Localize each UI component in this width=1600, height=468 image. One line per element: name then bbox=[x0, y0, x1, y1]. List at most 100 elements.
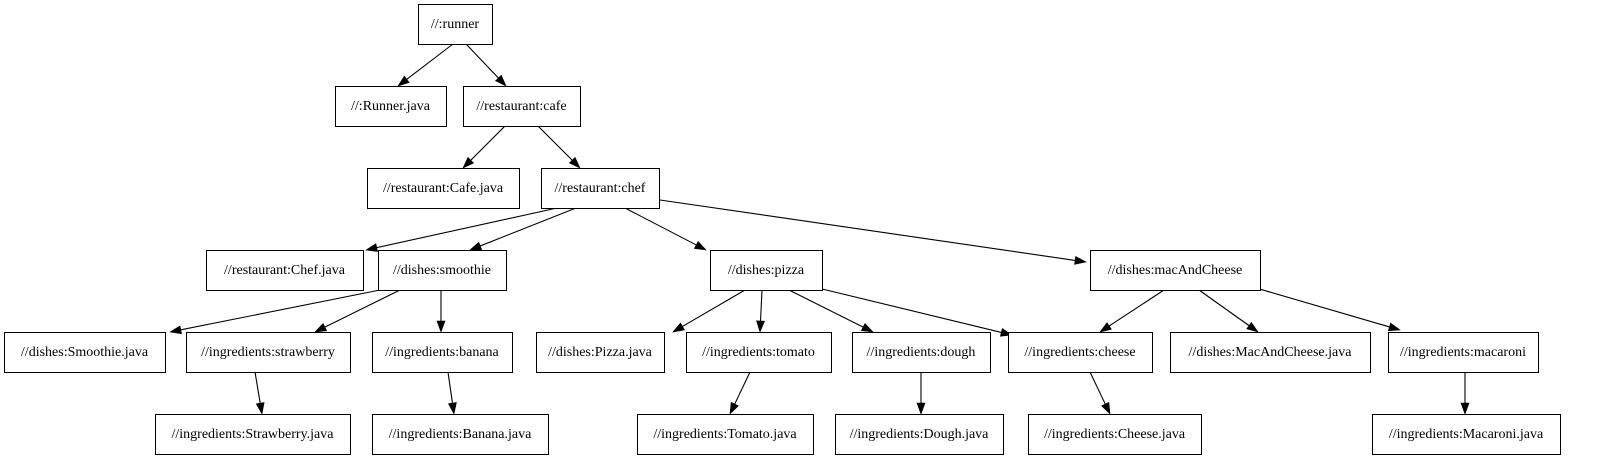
graph-edge bbox=[729, 371, 751, 415]
edge-line bbox=[1255, 287, 1390, 328]
node-label: //ingredients:Cheese.java bbox=[1044, 427, 1186, 442]
arrowhead-icon bbox=[365, 243, 378, 252]
graph-edge bbox=[397, 43, 454, 87]
graph-node-dishes-pizza[interactable]: //dishes:pizza bbox=[710, 250, 823, 291]
arrowhead-icon bbox=[1101, 401, 1111, 415]
edge-line bbox=[624, 207, 697, 246]
node-label: //restaurant:Cafe.java bbox=[383, 181, 504, 196]
graph-edge bbox=[624, 207, 707, 251]
edge-line bbox=[682, 289, 746, 327]
node-label: //:Runner.java bbox=[351, 99, 431, 114]
graph-node-restaurant-cafe-java[interactable]: //restaurant:Cafe.java bbox=[367, 168, 520, 209]
graph-edge bbox=[672, 289, 746, 333]
graph-node-restaurant-chef-java[interactable]: //restaurant:Chef.java bbox=[206, 250, 364, 291]
arrowhead-icon bbox=[462, 156, 475, 169]
node-label: //dishes:MacAndCheese.java bbox=[1189, 345, 1353, 360]
graph-edge bbox=[1089, 371, 1111, 415]
graph-node-ing-cheese-java[interactable]: //ingredients:Cheese.java bbox=[1028, 414, 1202, 455]
node-label: //ingredients:cheese bbox=[1024, 345, 1135, 360]
node-box[interactable] bbox=[536, 332, 665, 373]
node-box[interactable] bbox=[4, 332, 166, 373]
node-label: //ingredients:Strawberry.java bbox=[172, 427, 335, 442]
graph-edge bbox=[659, 199, 1087, 265]
node-box[interactable] bbox=[686, 332, 832, 373]
node-box[interactable] bbox=[206, 250, 364, 291]
graph-node-ing-banana-java[interactable]: //ingredients:Banana.java bbox=[372, 414, 549, 455]
node-box[interactable] bbox=[1388, 332, 1539, 373]
node-box[interactable] bbox=[1028, 414, 1202, 455]
arrowhead-icon bbox=[469, 241, 483, 251]
graph-node-ing-cheese[interactable]: //ingredients:cheese bbox=[1008, 332, 1153, 373]
arrowhead-icon bbox=[1099, 322, 1112, 333]
node-label: //dishes:smoothie bbox=[393, 263, 491, 278]
graph-node-ing-strawberry-java[interactable]: //ingredients:Strawberry.java bbox=[155, 414, 351, 455]
graph-node-ing-macaroni-java[interactable]: //ingredients:Macaroni.java bbox=[1372, 414, 1561, 455]
arrowhead-icon bbox=[1074, 255, 1087, 265]
edge-line bbox=[324, 289, 401, 328]
graph-node-ing-dough-java[interactable]: //ingredients:Dough.java bbox=[835, 414, 1004, 455]
graph-node-ing-banana[interactable]: //ingredients:banana bbox=[372, 332, 513, 373]
arrowhead-icon bbox=[448, 402, 457, 415]
graph-edge bbox=[469, 207, 577, 251]
graph-node-restaurant-cafe[interactable]: //restaurant:cafe bbox=[463, 86, 581, 127]
graph-node-ing-tomato-java[interactable]: //ingredients:Tomato.java bbox=[637, 414, 814, 455]
node-box[interactable] bbox=[1008, 332, 1153, 373]
graph-edge bbox=[916, 372, 926, 415]
node-box[interactable] bbox=[155, 414, 351, 455]
graph-edge bbox=[817, 287, 1013, 337]
node-box[interactable] bbox=[463, 86, 581, 127]
node-box[interactable] bbox=[835, 414, 1004, 455]
node-box[interactable] bbox=[418, 4, 493, 45]
graph-edge bbox=[788, 289, 874, 333]
node-box[interactable] bbox=[335, 86, 447, 127]
graph-edge bbox=[447, 371, 457, 415]
node-box[interactable] bbox=[852, 332, 991, 373]
node-label: //:runner bbox=[431, 17, 480, 32]
graph-edge bbox=[436, 290, 446, 333]
edge-line bbox=[470, 125, 506, 161]
edge-line bbox=[659, 199, 1076, 261]
graph-edge bbox=[537, 125, 581, 169]
edge-line bbox=[254, 371, 261, 404]
node-label: //ingredients:strawberry bbox=[201, 345, 335, 360]
node-box[interactable] bbox=[367, 168, 520, 209]
graph-node-ing-tomato[interactable]: //ingredients:tomato bbox=[686, 332, 832, 373]
arrowhead-icon bbox=[1387, 322, 1401, 332]
arrowhead-icon bbox=[1246, 321, 1259, 333]
node-label: //ingredients:banana bbox=[385, 345, 499, 360]
node-box[interactable] bbox=[1090, 250, 1261, 291]
arrowhead-icon bbox=[314, 323, 328, 333]
node-box[interactable] bbox=[637, 414, 814, 455]
node-box[interactable] bbox=[378, 250, 507, 291]
graph-edge bbox=[465, 43, 507, 87]
graph-node-dishes-smoothie[interactable]: //dishes:smoothie bbox=[378, 250, 507, 291]
node-box[interactable] bbox=[1372, 414, 1561, 455]
graph-node-ing-strawberry[interactable]: //ingredients:strawberry bbox=[186, 332, 351, 373]
graph-edge bbox=[169, 289, 381, 335]
node-box[interactable] bbox=[372, 414, 549, 455]
node-box[interactable] bbox=[541, 168, 660, 209]
graph-node-ing-macaroni[interactable]: //ingredients:macaroni bbox=[1388, 332, 1539, 373]
node-box[interactable] bbox=[1170, 332, 1371, 373]
graph-node-runner-java[interactable]: //:Runner.java bbox=[335, 86, 447, 127]
edge-line bbox=[1089, 371, 1106, 405]
edge-line bbox=[734, 371, 751, 405]
edge-line bbox=[465, 43, 499, 79]
node-box[interactable] bbox=[186, 332, 351, 373]
node-label: //restaurant:Chef.java bbox=[224, 263, 346, 278]
node-box[interactable] bbox=[372, 332, 513, 373]
graph-node-ing-dough[interactable]: //ingredients:dough bbox=[852, 332, 991, 373]
arrowhead-icon bbox=[672, 322, 685, 333]
edge-line bbox=[447, 371, 453, 404]
graph-node-dishes-pizza-java[interactable]: //dishes:Pizza.java bbox=[536, 332, 665, 373]
node-label: //ingredients:Banana.java bbox=[389, 427, 532, 442]
graph-node-dishes-smoothie-java[interactable]: //dishes:Smoothie.java bbox=[4, 332, 166, 373]
arrowhead-icon bbox=[255, 402, 265, 415]
nodes-layer: //:runner //:Runner.java //restaurant:cafe… bbox=[4, 4, 1561, 455]
graph-node-restaurant-chef[interactable]: //restaurant:chef bbox=[541, 168, 660, 209]
graph-node-dishes-macandcheese[interactable]: //dishes:macAndCheese bbox=[1090, 250, 1261, 291]
node-box[interactable] bbox=[710, 250, 823, 291]
graph-node-runner[interactable]: //:runner bbox=[418, 4, 493, 45]
graph-node-dishes-mac-java[interactable]: //dishes:MacAndCheese.java bbox=[1170, 332, 1371, 373]
